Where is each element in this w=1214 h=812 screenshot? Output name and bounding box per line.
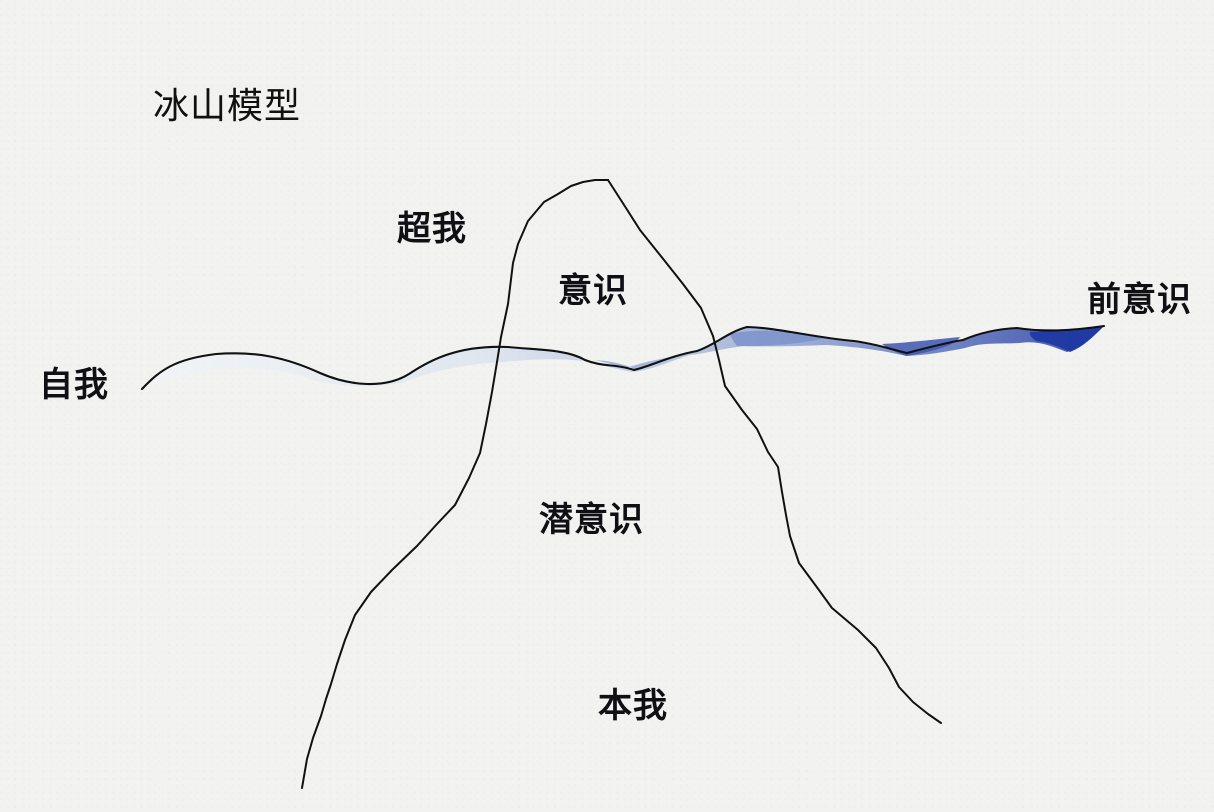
diagram-title: 冰山模型 bbox=[153, 86, 302, 127]
id-label: 本我 bbox=[598, 686, 668, 726]
conscious-label: 意识 bbox=[558, 271, 628, 311]
water-surface-band bbox=[142, 326, 1104, 389]
iceberg-outline-right bbox=[607, 179, 942, 724]
subconscious-label: 潜意识 bbox=[539, 500, 644, 540]
superego-label: 超我 bbox=[397, 209, 467, 249]
waterline bbox=[140, 324, 1106, 391]
ego-label: 自我 bbox=[39, 365, 109, 405]
iceberg-outline-left bbox=[301, 179, 609, 789]
preconscious-label: 前意识 bbox=[1087, 280, 1192, 320]
